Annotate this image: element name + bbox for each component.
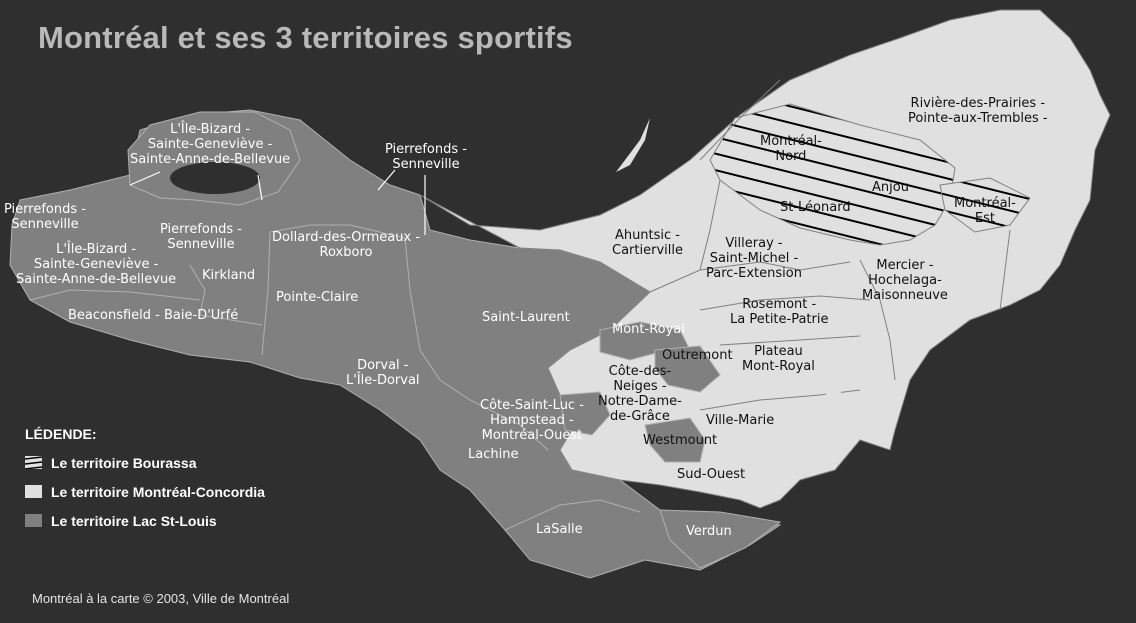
label-pierrefonds-left: Pierrefonds -Senneville — [4, 202, 86, 232]
label-pierrefonds-center: Pierrefonds -Senneville — [160, 222, 242, 252]
district-borders — [29, 224, 641, 531]
label-lachine: Lachine — [468, 447, 519, 462]
label-montreal-est: Montréal-Est — [954, 196, 1016, 226]
label-mont-royal: Mont-Royal — [612, 322, 685, 337]
legend-item-bourassa: Le territoire Bourassa — [25, 448, 265, 477]
territory-verdun — [659, 509, 782, 569]
label-westmount: Westmount — [643, 433, 718, 448]
label-kirkland: Kirkland — [202, 268, 256, 283]
label-outremont: Outremont — [662, 348, 733, 363]
label-sud-ouest: Sud-Ouest — [677, 467, 746, 482]
dark-swatch-icon — [25, 514, 42, 527]
label-mercier: Mercier -Hochelaga-Maisonneuve — [862, 258, 948, 303]
label-st-leonard: St-Léonard — [780, 200, 851, 215]
label-pointe-claire: Pointe-Claire — [276, 290, 359, 305]
legend-label-montreal-concordia: Le territoire Montréal-Concordia — [51, 483, 265, 500]
map-title: Montréal et ses 3 territoires sportifs — [38, 20, 573, 55]
label-beaconsfield: Beaconsfield - Baie-D'Urfé — [68, 308, 239, 323]
label-anjou: Anjou — [872, 180, 909, 195]
legend-title: LÉDENDE: — [25, 426, 97, 442]
label-montreal-nord: Montréal-Nord — [760, 134, 822, 164]
hatch-swatch-icon — [25, 456, 42, 469]
label-saint-laurent: Saint-Laurent — [482, 310, 570, 325]
legend-label-lac-st-louis: Le territoire Lac St-Louis — [51, 512, 217, 529]
water-inlet — [616, 118, 650, 172]
lac-bizard — [170, 162, 260, 194]
territory-bourassa-est — [939, 177, 1031, 233]
legend-label-bourassa: Le territoire Bourassa — [51, 454, 197, 471]
label-dorval: Dorval -L'Île-Dorval — [346, 358, 420, 388]
light-swatch-icon — [25, 485, 42, 498]
legend: LÉDENDE: Le territoire Bourassa Le terri… — [25, 426, 265, 535]
label-rosemont: Rosemont -La Petite-Patrie — [730, 297, 829, 327]
label-ahuntsic: Ahuntsic -Cartierville — [612, 228, 683, 258]
label-dollard: Dollard-des-Ormeaux -Roxboro — [272, 230, 421, 260]
label-pierrefonds-top: Pierrefonds -Senneville — [385, 142, 467, 172]
label-cote-saint-luc: Côte-Saint-Luc -Hampstead -Montréal-Oues… — [480, 398, 584, 443]
label-cdn-ndg: Côte-des-Neiges -Notre-Dame-de-Grâce — [598, 364, 682, 424]
territory-csl-hampstead — [559, 391, 611, 436]
territory-outremont — [654, 345, 721, 393]
credit-text: Montréal à la carte © 2003, Ville de Mon… — [32, 591, 290, 606]
ile-sainte-helene — [820, 378, 842, 420]
label-ile-bizard-top: L'Île-Bizard -Sainte-Geneviève -Sainte-A… — [130, 122, 291, 167]
legend-item-lac-st-louis: Le territoire Lac St-Louis — [25, 506, 265, 535]
label-ile-bizard-left: L'Île-Bizard -Sainte-Geneviève -Sainte-A… — [16, 242, 177, 287]
label-villeray: Villeray -Saint-Michel -Parc-Extension — [706, 236, 802, 281]
label-ville-marie: Ville-Marie — [706, 413, 775, 428]
territory-bourassa — [709, 103, 956, 246]
legend-item-montreal-concordia: Le territoire Montréal-Concordia — [25, 477, 265, 506]
label-lasalle: LaSalle — [536, 522, 583, 537]
territory-westmount — [644, 417, 706, 463]
leader-lines — [129, 169, 426, 235]
label-verdun: Verdun — [686, 524, 732, 539]
label-rdp: Rivière-des-Prairies -Pointe-aux-Tremble… — [908, 96, 1048, 126]
